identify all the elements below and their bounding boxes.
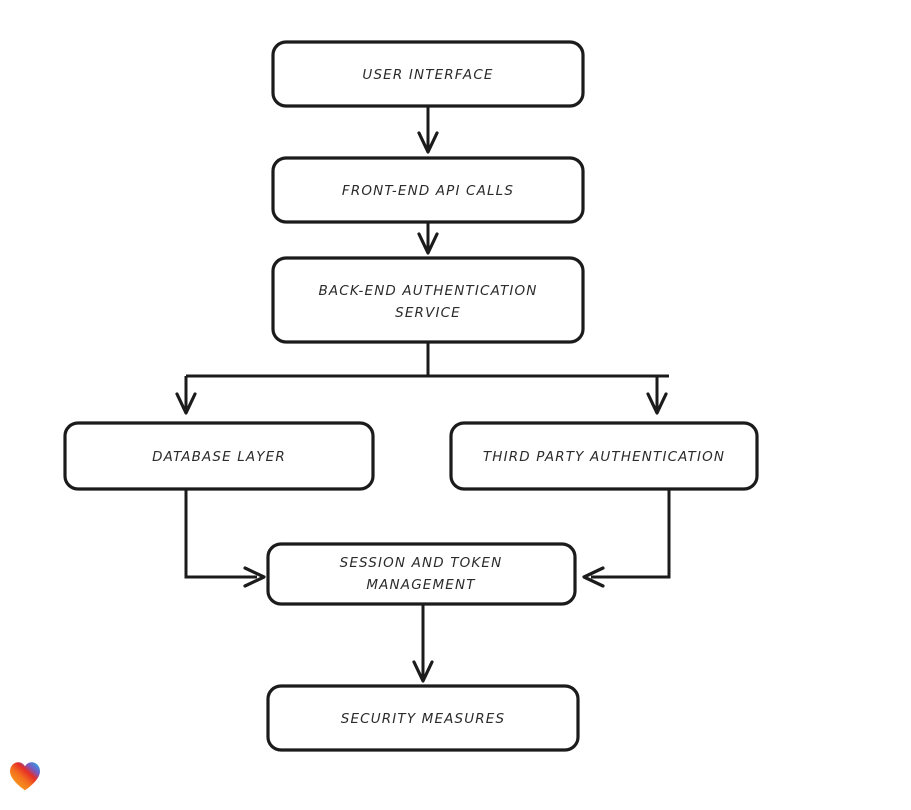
edge-auth-branch-trunk	[186, 342, 669, 378]
node-database-layer[interactable]: DATABASE LAYER	[63, 421, 375, 491]
edge-session-to-security	[412, 604, 434, 683]
node-back-end-authentication-service[interactable]: BACK-END AUTHENTICATION SERVICE	[271, 256, 585, 344]
node-label-session-line1: SESSION AND TOKEN	[340, 555, 503, 571]
node-label-front-end-api-calls: FRONT-END API CALLS	[342, 183, 514, 199]
node-session-and-token-management[interactable]: SESSION AND TOKEN MANAGEMENT	[266, 542, 577, 606]
node-label-session-line2: MANAGEMENT	[366, 577, 476, 593]
node-label-third-party-authentication: THIRD PARTY AUTHENTICATION	[483, 449, 725, 465]
heart-icon	[10, 762, 40, 791]
node-label-security-measures: SECURITY MEASURES	[341, 711, 505, 727]
node-label-back-end-authentication-line2: SERVICE	[395, 305, 461, 321]
edge-api-to-auth	[417, 222, 439, 255]
node-front-end-api-calls[interactable]: FRONT-END API CALLS	[271, 156, 585, 224]
edge-auth-to-third-party	[646, 376, 668, 415]
edge-third-party-to-session	[582, 489, 671, 588]
edge-database-to-session	[184, 489, 266, 588]
node-label-database-layer: DATABASE LAYER	[152, 449, 286, 465]
node-label-user-interface: USER INTERFACE	[362, 67, 493, 83]
node-security-measures[interactable]: SECURITY MEASURES	[266, 684, 580, 752]
node-label-back-end-authentication-line1: BACK-END AUTHENTICATION	[318, 283, 537, 299]
node-user-interface[interactable]: USER INTERFACE	[271, 40, 585, 108]
edge-ui-to-api	[417, 106, 439, 154]
node-third-party-authentication[interactable]: THIRD PARTY AUTHENTICATION	[449, 421, 759, 491]
edge-auth-to-database	[175, 376, 197, 415]
